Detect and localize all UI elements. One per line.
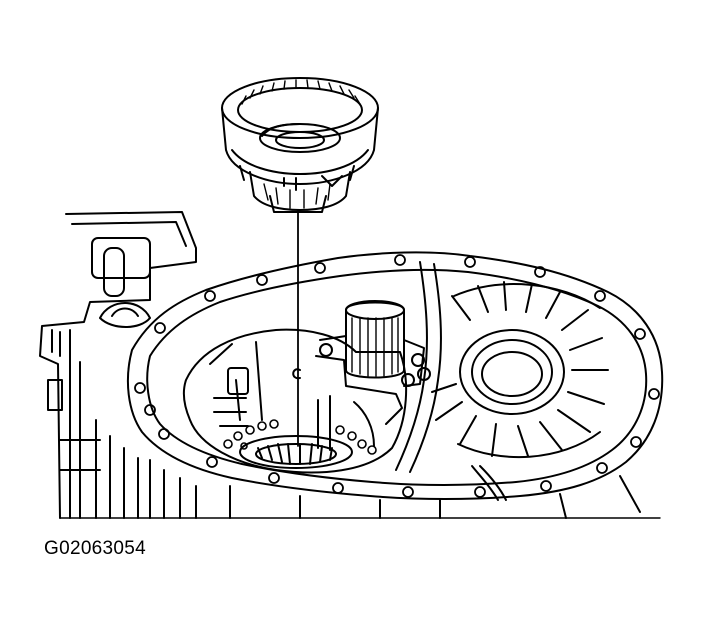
figure-code: G02063054 [44, 538, 147, 559]
oil-pump [315, 300, 431, 425]
transaxle-case [39, 211, 664, 519]
clutch-drum [221, 77, 379, 213]
bell-housing [431, 281, 609, 459]
flange-bolts [134, 254, 660, 498]
transaxle-exploded-diagram [39, 77, 664, 519]
bearing-race [239, 435, 353, 469]
bearing-balls [223, 419, 377, 455]
